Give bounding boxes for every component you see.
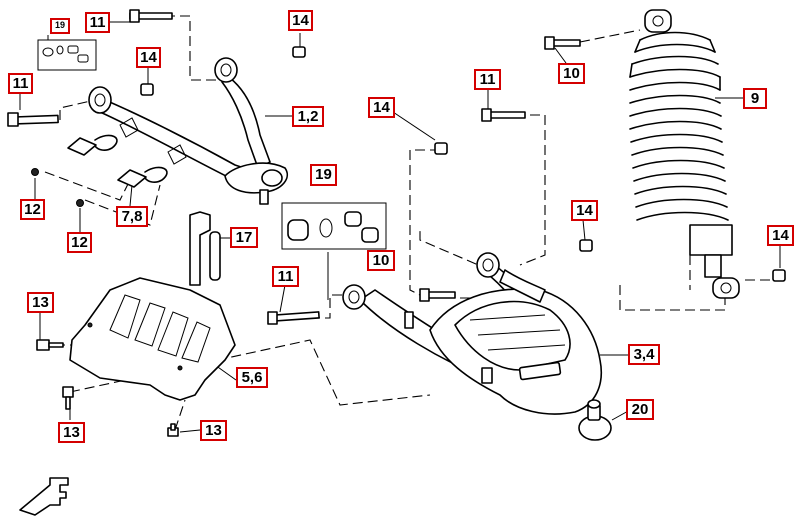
callout-20[interactable]: 20 [626,399,654,420]
callout-11-mid[interactable]: 11 [474,69,501,90]
callout-11-left[interactable]: 11 [8,73,33,94]
callout-14-right[interactable]: 14 [571,200,598,221]
bolt-right-upper [544,36,581,50]
front-arrow-icon [19,477,69,516]
callout-10-mid[interactable]: 10 [367,250,395,271]
brackets [67,134,168,188]
callout-19-small[interactable]: 19 [50,18,70,34]
callout-1-2[interactable]: 1,2 [292,106,324,127]
bolt-lower-arm [419,288,456,302]
callout-17[interactable]: 17 [230,227,258,248]
bushing-kit-middle [281,202,387,250]
callout-19-mid[interactable]: 19 [310,164,337,186]
callout-13-a[interactable]: 13 [27,292,54,313]
bolt-top [129,9,173,23]
callout-7-8[interactable]: 7,8 [116,206,148,227]
callout-11-lower[interactable]: 11 [272,266,299,287]
lower-control-arm [342,252,602,415]
skid-plate-bolts [36,339,179,437]
callout-14-mid[interactable]: 14 [368,97,395,118]
shock-absorber [629,9,740,299]
nuts [31,46,786,282]
callout-11-top[interactable]: 11 [85,12,110,33]
callout-14-top[interactable]: 14 [288,10,313,31]
callout-14-arm[interactable]: 14 [136,47,161,68]
callout-10-right[interactable]: 10 [558,63,585,84]
sleeve-and-stop [189,211,221,286]
callout-14-far[interactable]: 14 [767,225,794,246]
upper-control-arm [88,57,289,205]
callout-13-b[interactable]: 13 [58,422,85,443]
bolt-lower-left [267,311,320,325]
bolt-left [7,112,59,127]
skid-plate [69,277,236,401]
callout-5-6[interactable]: 5,6 [236,367,268,388]
callout-12-b[interactable]: 12 [67,232,92,253]
callout-3-4[interactable]: 3,4 [628,344,660,365]
callout-9[interactable]: 9 [743,88,767,109]
callout-12-a[interactable]: 12 [20,199,45,220]
callout-13-c[interactable]: 13 [200,420,227,441]
bolt-mid [481,108,526,122]
ball-joint [578,399,612,441]
bushing-kit-small [37,35,97,71]
